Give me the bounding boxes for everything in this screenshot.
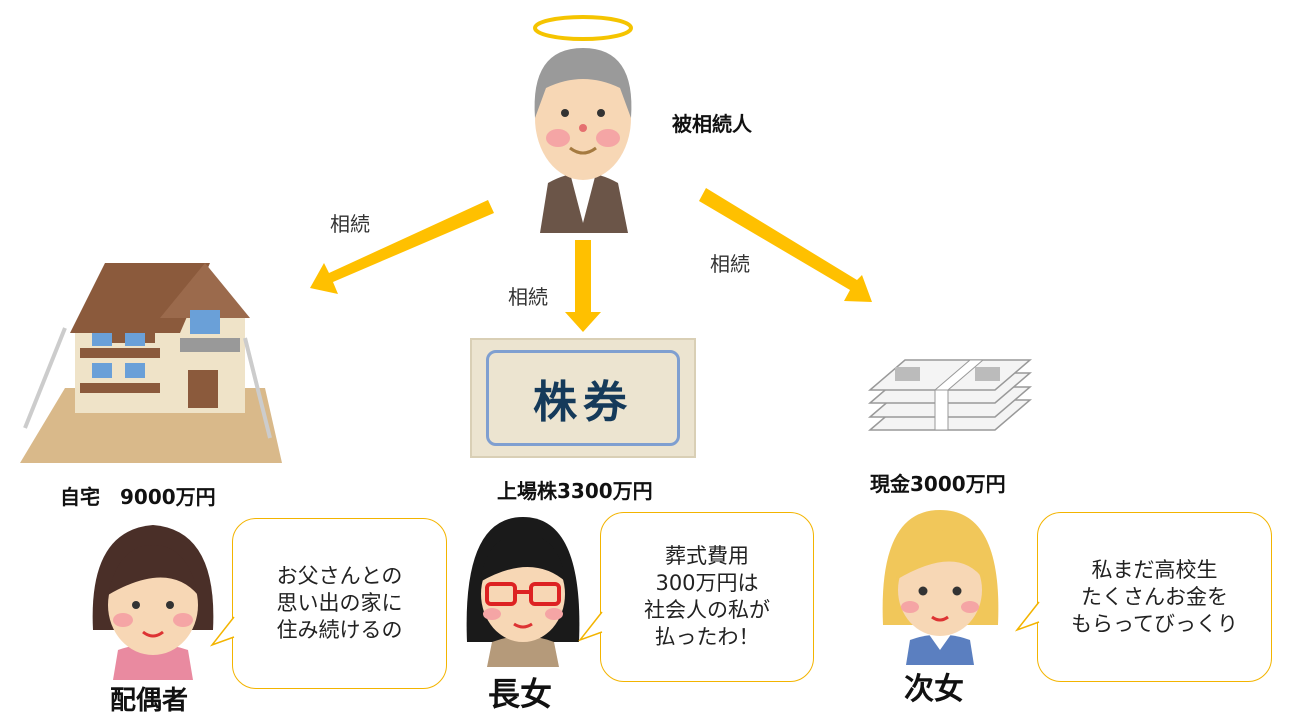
speech-line: 住み続けるの [276,618,403,642]
speech-line: たくさんお金を [1081,584,1228,609]
arrow-to-house [310,200,494,294]
arrow-to-stock [565,240,601,332]
spouse-illustration [92,525,214,680]
speech-line: 社会人の私が [644,598,770,622]
inherit-label-stock: 相続 [508,285,548,309]
spouse-label: 配偶者 [110,686,189,716]
cash-label: 現金3000万円 [870,472,1006,496]
eldest-daughter-illustration [466,517,580,667]
second-daughter-speech-bubble: 私まだ高校生 たくさんお金を もらってびっくり [1037,512,1272,682]
speech-line: 葬式費用 [665,544,749,568]
arrow-to-cash [699,188,872,302]
speech-bubble-tail [1015,601,1040,632]
stock-label: 上場株3300万円 [497,479,653,503]
inherit-label-cash: 相続 [710,252,750,276]
deceased-label: 被相続人 [672,112,752,136]
spouse-speech-bubble: お父さんとの 思い出の家に 住み続けるの [232,518,447,689]
house-illustration [20,263,282,463]
second-daughter-label: 次女 [904,672,964,707]
deceased-grandfather-illustration [533,15,633,233]
speech-line: 思い出の家に [276,591,403,615]
inherit-label-house: 相続 [330,212,370,236]
speech-line: お父さんとの [276,564,403,588]
halo-icon [533,15,633,41]
speech-line: もらってびっくり [1071,611,1238,636]
certificate-text: 株券 [533,377,633,428]
eldest-daughter-label: 長女 [488,675,553,713]
cash-bundle-illustration [867,359,1033,431]
speech-line: 300万円は [655,571,759,595]
stock-certificate-illustration: 株券 [470,338,696,458]
speech-line: 私まだ高校生 [1091,557,1218,582]
eldest-daughter-speech-bubble: 葬式費用 300万円は 社会人の私が 払ったわ！ [600,512,814,682]
speech-bubble-tail [210,616,235,647]
speech-line: 払ったわ！ [654,625,760,649]
house-label: 自宅 9000万円 [60,485,216,509]
speech-bubble-tail [578,611,603,642]
second-daughter-illustration [882,510,999,665]
